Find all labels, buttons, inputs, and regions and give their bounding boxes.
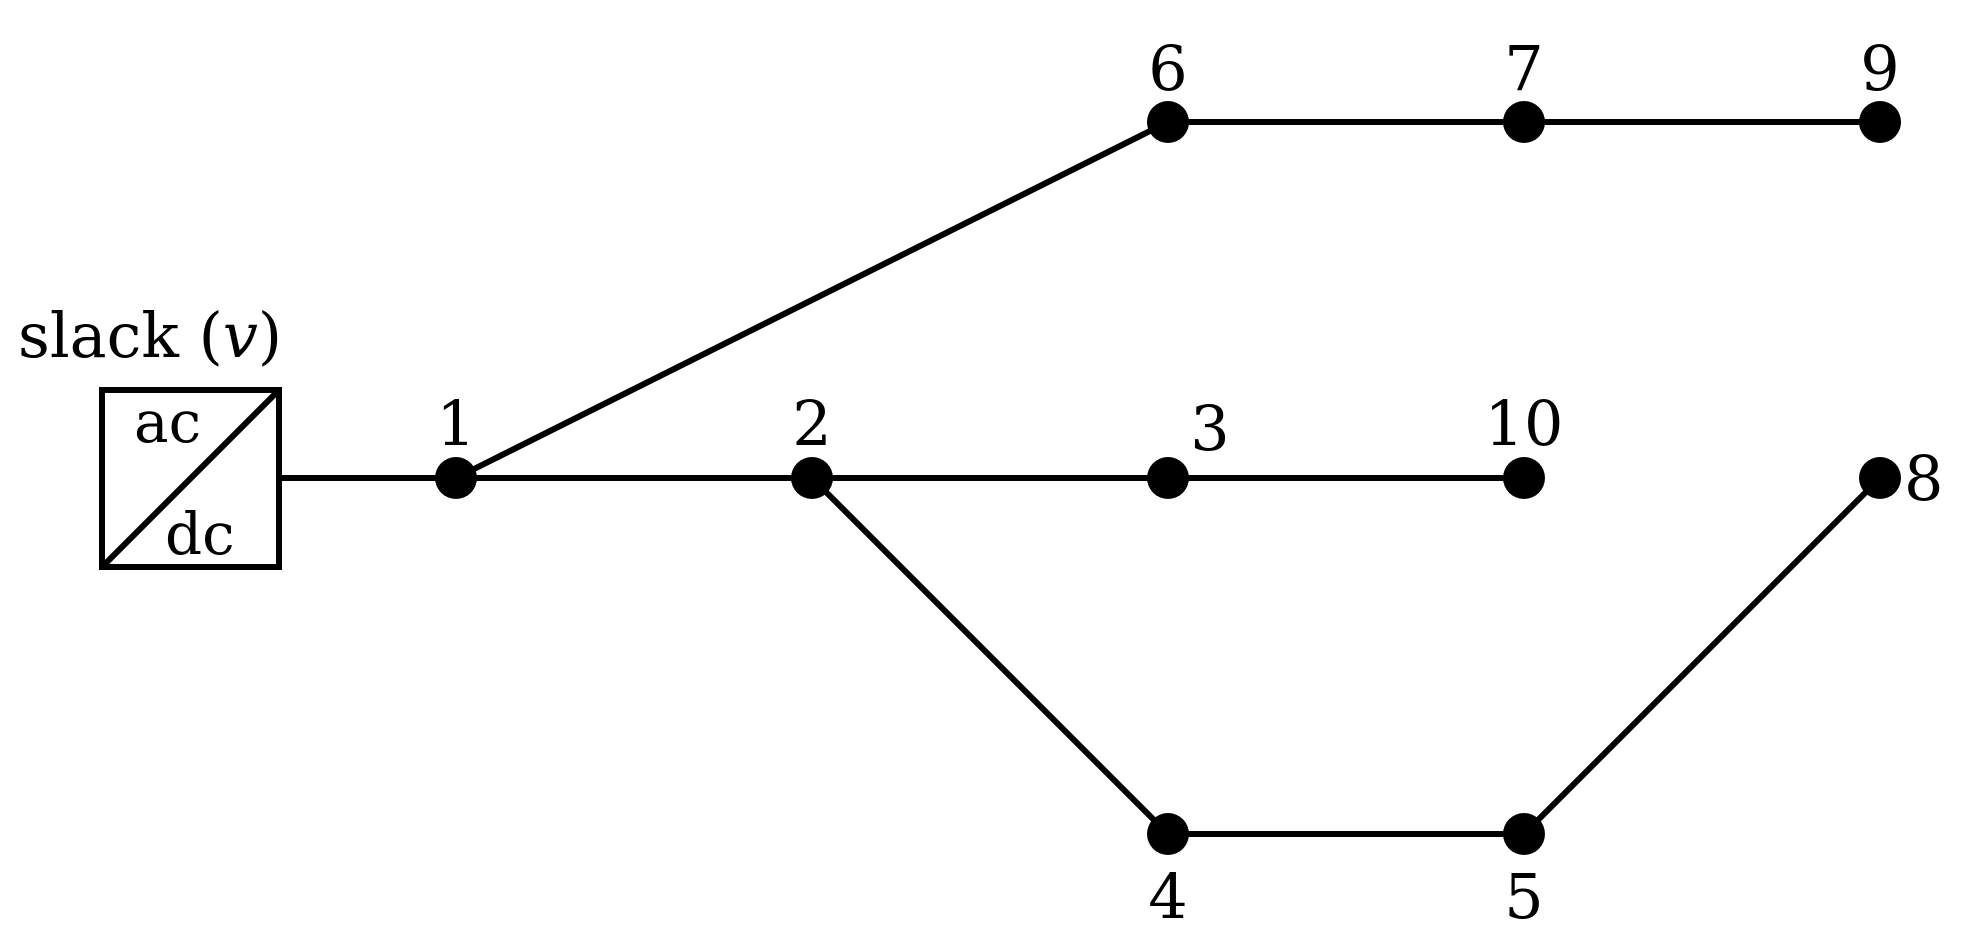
node-label-3: 3 [1190, 392, 1229, 465]
node-10 [1503, 457, 1545, 499]
node-2 [791, 457, 833, 499]
node-1 [435, 457, 477, 499]
node-label-7: 7 [1504, 32, 1543, 105]
node-label-9: 9 [1860, 32, 1899, 105]
slack-converter: ac dc [99, 387, 282, 570]
node-label-2: 2 [792, 387, 831, 460]
converter-box [99, 387, 282, 570]
node-label-1: 1 [436, 387, 475, 460]
node-9 [1859, 101, 1901, 143]
node-label-10: 10 [1485, 387, 1564, 460]
converter-diagonal [99, 387, 282, 570]
slack-label-var: v [223, 299, 258, 372]
node-4 [1147, 813, 1189, 855]
node-labels-group: 1 2 3 4 5 6 7 8 9 10 [436, 32, 1943, 933]
converter-dc-label: dc [165, 500, 235, 568]
edge-1-6 [453, 119, 1171, 481]
node-label-8: 8 [1904, 442, 1943, 515]
node-5 [1503, 813, 1545, 855]
slack-label-prefix: slack ( [18, 299, 223, 372]
converter-ac-label: ac [134, 388, 201, 456]
edges-group [276, 119, 1883, 837]
slack-label: slack (v) [18, 299, 282, 372]
node-label-4: 4 [1148, 860, 1187, 933]
node-label-6: 6 [1148, 32, 1187, 105]
node-3 [1147, 457, 1189, 499]
node-8 [1859, 457, 1901, 499]
slack-label-suffix: ) [258, 299, 282, 372]
edge-2-4 [809, 475, 1171, 837]
node-7 [1503, 101, 1545, 143]
node-label-5: 5 [1504, 860, 1543, 933]
node-6 [1147, 101, 1189, 143]
edge-5-8 [1521, 475, 1883, 837]
nodes-group [435, 101, 1901, 855]
